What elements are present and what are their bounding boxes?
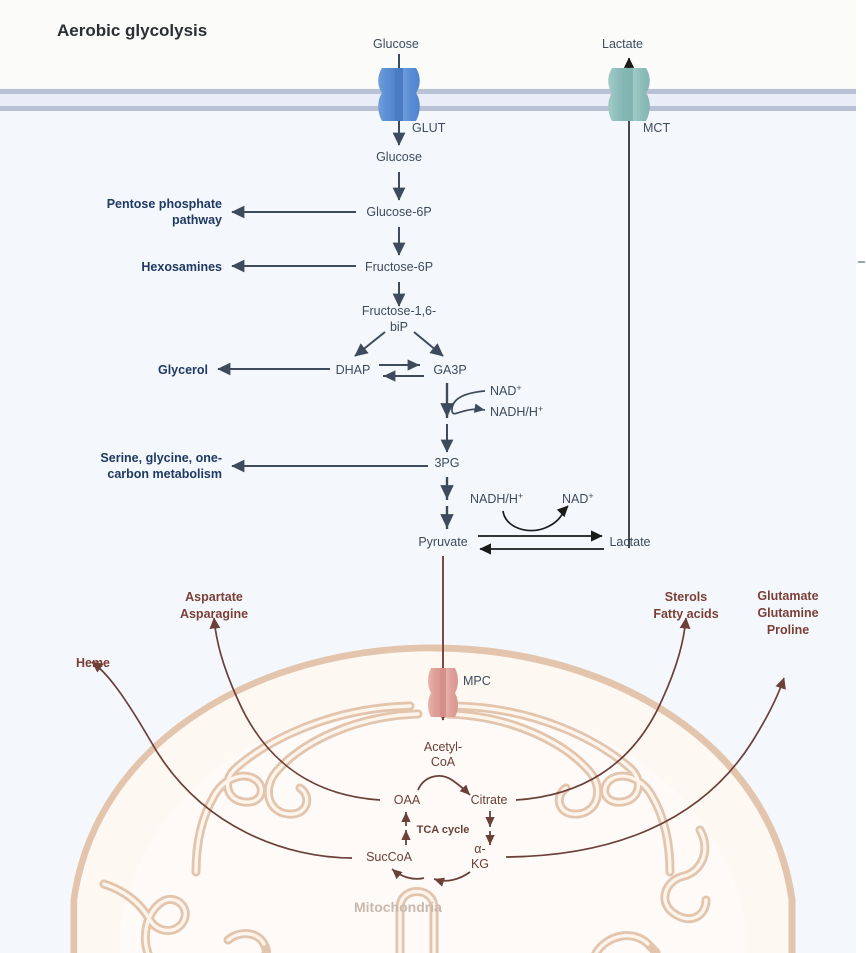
- cofactor-nad-plus-pyruvate: NAD+: [562, 491, 594, 506]
- metabolite-lactate-extracellular: Lactate: [602, 37, 643, 51]
- glut-label: GLUT: [412, 121, 446, 135]
- metabolite-citrate: Citrate: [471, 793, 508, 807]
- output-label-line2: Fatty acids: [653, 607, 718, 621]
- metabolite-fructose-16-bip-line2: biP: [390, 320, 408, 334]
- dhap-ga3p-reversible-arrows: [379, 359, 424, 382]
- metabolite-akg-line2: KG: [471, 857, 489, 871]
- branch-label-hexosamines: Hexosamines: [141, 260, 222, 274]
- cofactor-nadh-h-pyruvate: NADH/H+: [470, 491, 523, 506]
- output-aspartate-asparagine: Aspartate Asparagine: [180, 590, 381, 801]
- metabolite-glucose-extracellular: Glucose: [373, 37, 419, 51]
- metabolite-dhap: DHAP: [336, 363, 371, 377]
- output-label-line1: Aspartate: [185, 590, 243, 604]
- mitochondria-label: Mitochondria: [354, 899, 442, 915]
- branch-glycerol: Glycerol: [158, 362, 330, 377]
- output-label-line2: Asparagine: [180, 607, 248, 621]
- output-label-line1: Sterols: [665, 590, 707, 604]
- branch-label-line2: carbon metabolism: [107, 467, 222, 481]
- metabolite-succoa: SucCoA: [366, 850, 413, 864]
- metabolite-acetyl-coa-line1: Acetyl-: [424, 740, 462, 754]
- plasma-membrane: [0, 89, 856, 111]
- branch-serine-glycine-one-carbon: Serine, glycine, one- carbon metabolism: [100, 451, 428, 481]
- pyruvate-lactate-reversible-arrows: [478, 530, 604, 555]
- mitochondria: Mitochondria: [70, 644, 796, 953]
- branch-label-line2: pathway: [172, 213, 222, 227]
- tca-cycle-arrows: [391, 811, 495, 887]
- glut-transporter-group[interactable]: [378, 54, 420, 146]
- extracellular-background: [0, 0, 856, 88]
- metabolite-glucose-6p: Glucose-6P: [366, 205, 431, 219]
- branch-hexosamines: Hexosamines: [141, 259, 356, 274]
- page-title: Aerobic glycolysis: [57, 21, 207, 40]
- mpc-label: MPC: [463, 674, 491, 688]
- output-label-line2: Glutamine: [757, 606, 818, 620]
- cofactor-nad-plus-ga3p: NAD+: [490, 383, 522, 398]
- output-label-heme: Heme: [76, 656, 110, 670]
- metabolite-fructose-16-bip-line1: Fructose-1,6-: [362, 304, 436, 318]
- output-label-line3: Proline: [767, 623, 809, 637]
- metabolite-akg-line1: α-: [474, 842, 485, 856]
- metabolite-fructose-6p: Fructose-6P: [365, 260, 433, 274]
- branch-label-line1: Serine, glycine, one-: [100, 451, 222, 465]
- mpc-transporter-group[interactable]: [428, 556, 458, 721]
- output-heme: Heme: [76, 656, 353, 859]
- metabolite-3pg: 3PG: [434, 456, 459, 470]
- branch-label-line1: Pentose phosphate: [107, 197, 222, 211]
- mct-label: MCT: [643, 121, 670, 135]
- tca-cycle-label: TCA cycle: [417, 824, 470, 836]
- metabolite-glucose-cytosolic: Glucose: [376, 150, 422, 164]
- metabolite-lactate-cytosolic: Lactate: [609, 535, 650, 549]
- metabolite-oaa: OAA: [394, 793, 421, 807]
- output-glutamate-glutamine-proline: Glutamate Glutamine Proline: [505, 589, 819, 858]
- mct-transporter-group[interactable]: [608, 57, 650, 548]
- output-label-line1: Glutamate: [757, 589, 818, 603]
- branch-pentose-phosphate-pathway: Pentose phosphate pathway: [107, 197, 356, 227]
- metabolite-pyruvate: Pyruvate: [418, 535, 467, 549]
- metabolite-ga3p: GA3P: [433, 363, 466, 377]
- output-sterols-fatty-acids: Sterols Fatty acids: [515, 590, 719, 801]
- edge-artifact: [858, 261, 865, 263]
- metabolite-acetyl-coa-line2: CoA: [431, 755, 456, 769]
- cofactor-nadh-h-ga3p: NADH/H+: [490, 404, 543, 419]
- branch-label-glycerol: Glycerol: [158, 363, 208, 377]
